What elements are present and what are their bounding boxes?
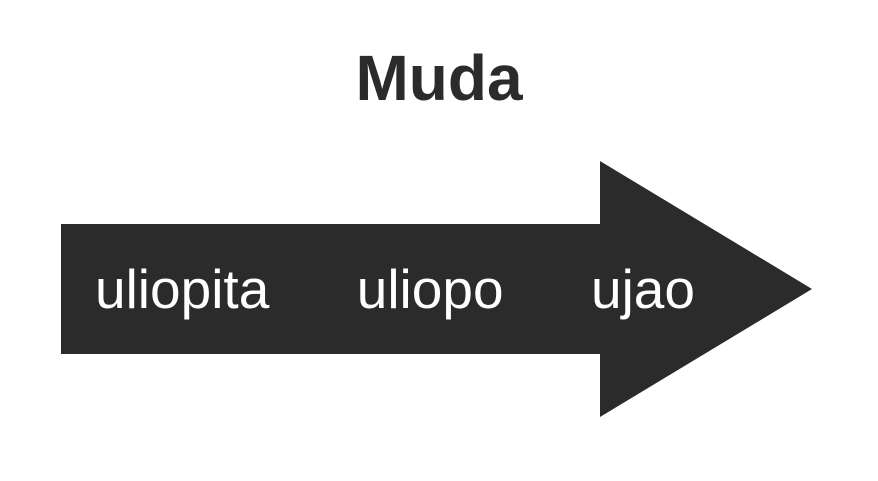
arrow-label-past: uliopita	[95, 257, 270, 320]
diagram-title: Muda	[355, 42, 523, 114]
arrow-label-row: uliopita uliopo ujao	[95, 224, 695, 354]
arrow-label-present: uliopo	[356, 257, 504, 320]
arrow-label-future: ujao	[591, 257, 695, 320]
arrow-shape	[61, 161, 812, 417]
